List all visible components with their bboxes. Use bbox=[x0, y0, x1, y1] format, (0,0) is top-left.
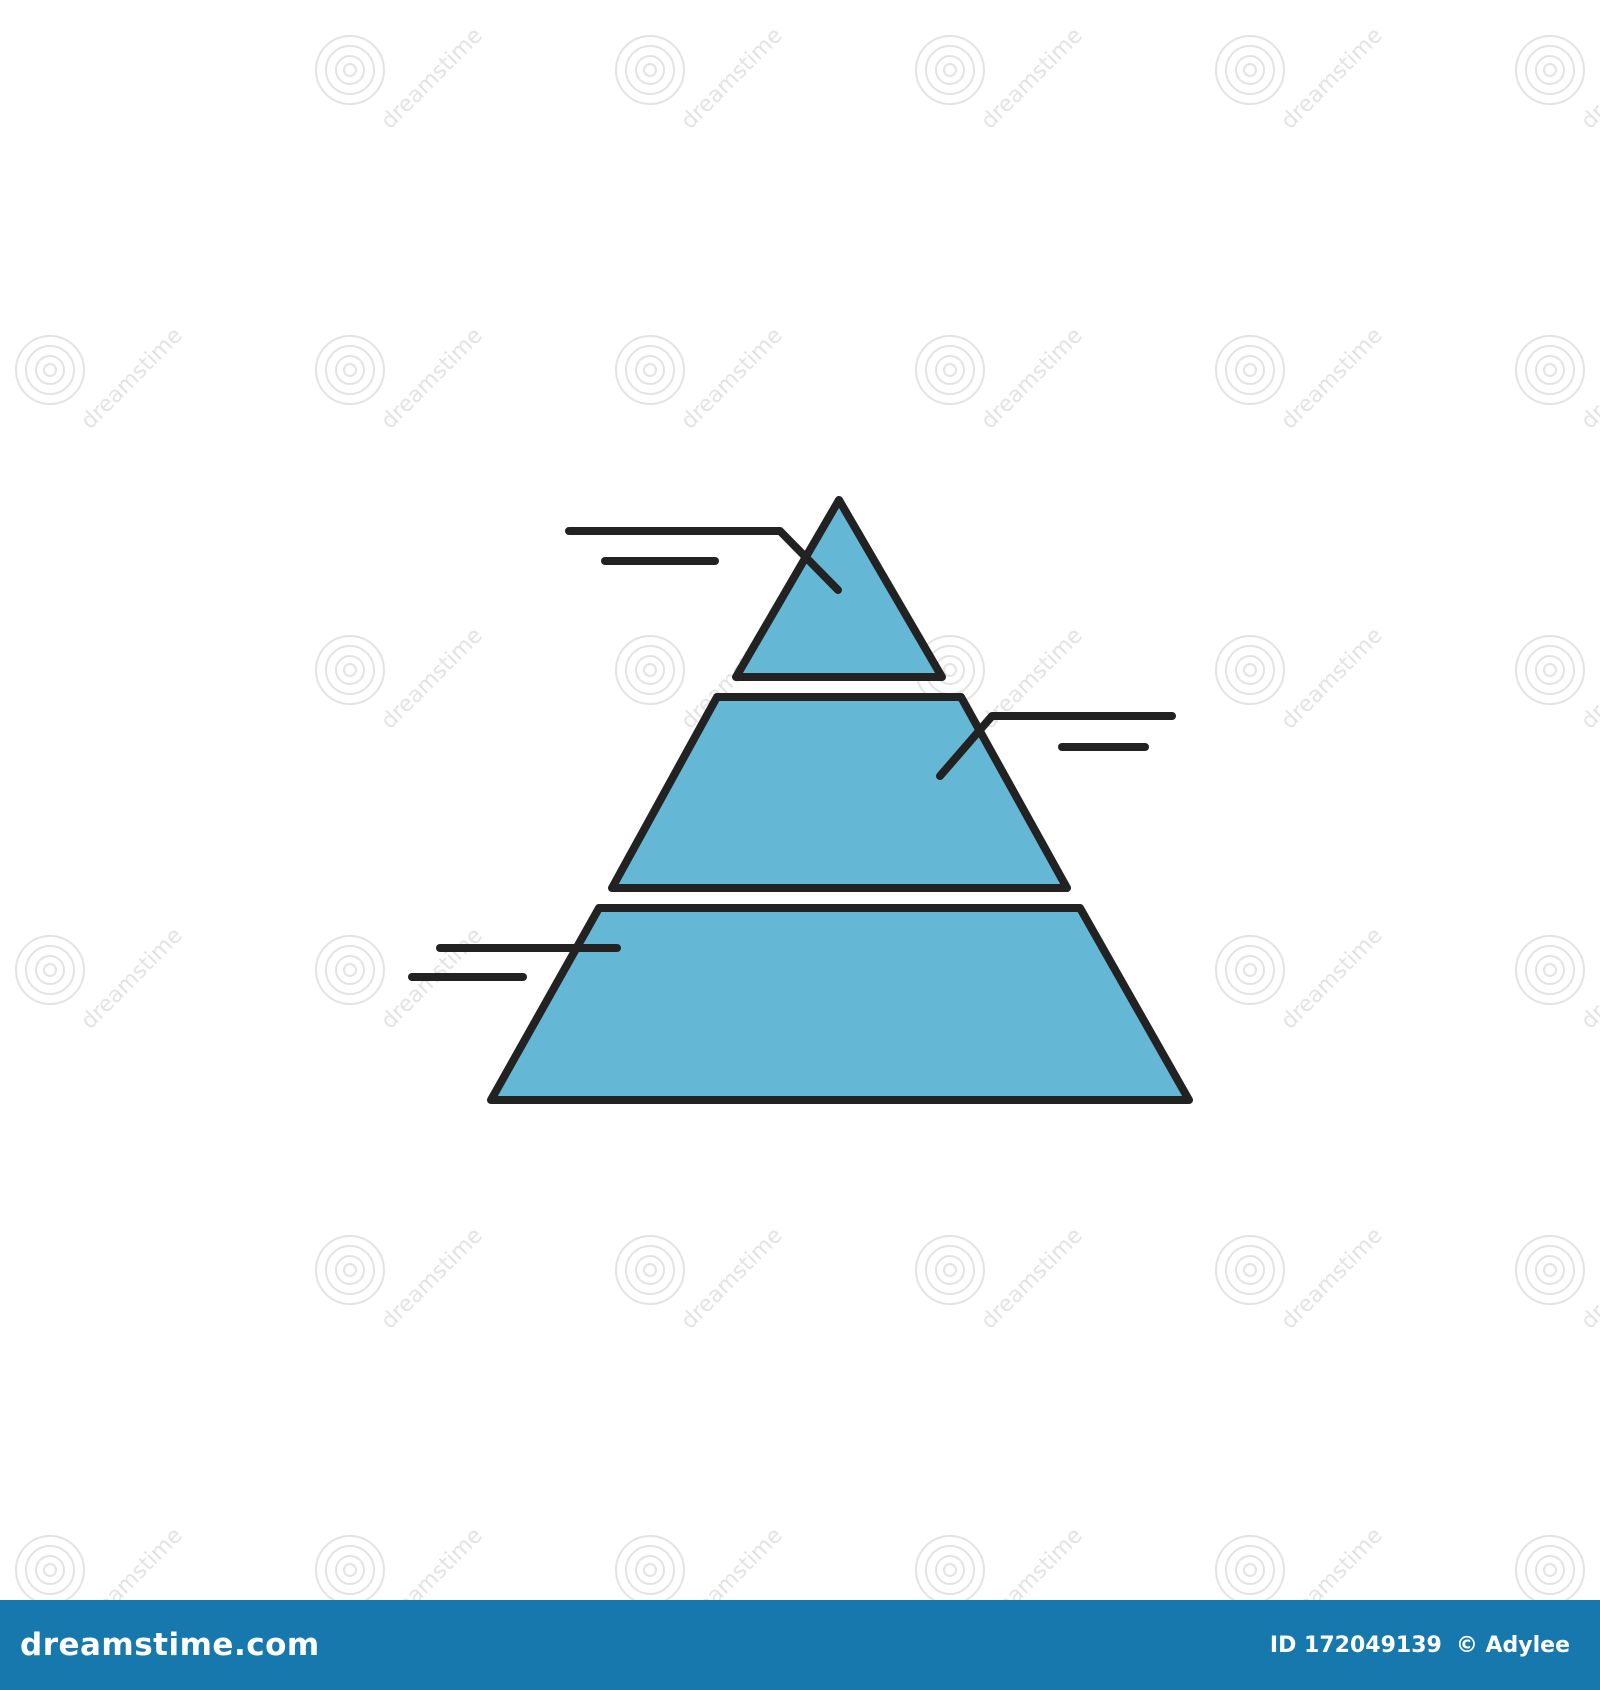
footer-bar: dreamstime.com ID 172049139 © Adylee bbox=[0, 1600, 1600, 1690]
image-info: ID 172049139 © Adylee bbox=[1270, 1633, 1570, 1658]
image-id-value: 172049139 bbox=[1304, 1632, 1442, 1658]
author-credit: © Adylee bbox=[1456, 1633, 1570, 1658]
image-id-label: ID 172049139 bbox=[1269, 1632, 1442, 1658]
logo-text: dreamstime.com bbox=[20, 1627, 320, 1663]
copyright-icon: © bbox=[1455, 1632, 1478, 1658]
author-name: Adylee bbox=[1485, 1632, 1571, 1658]
callout-line-top bbox=[565, 527, 842, 594]
callout-line-middle bbox=[936, 712, 1176, 780]
dreamstime-logo[interactable]: dreamstime.com bbox=[20, 1627, 320, 1663]
pyramid-middle-level bbox=[608, 693, 1071, 892]
pyramid-chart-icon bbox=[408, 496, 1193, 1104]
pyramid-bottom-level bbox=[487, 904, 1193, 1104]
